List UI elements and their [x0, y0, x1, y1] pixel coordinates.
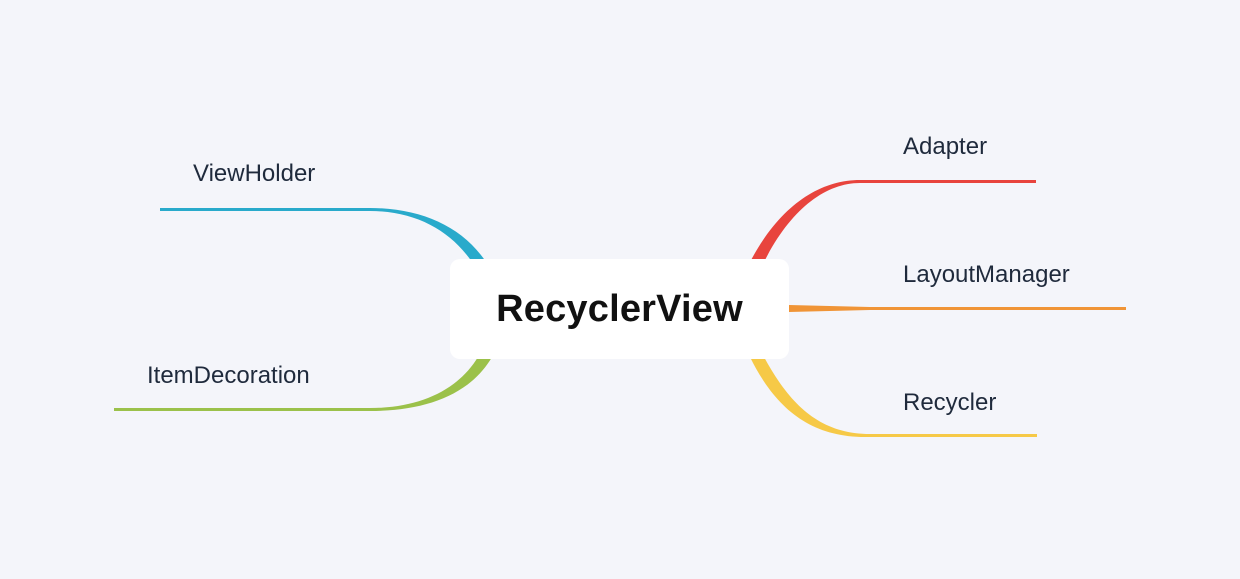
branch-connector-layoutmanager: [789, 305, 1126, 312]
topic-viewholder[interactable]: ViewHolder: [193, 160, 316, 187]
branch-connector-viewholder: [160, 208, 486, 262]
central-topic-label: RecyclerView: [496, 287, 743, 330]
topic-recycler[interactable]: Recycler: [903, 389, 997, 416]
branch-connector-adapter: [750, 180, 1036, 262]
topic-itemdecoration[interactable]: ItemDecoration: [147, 362, 310, 389]
central-topic-node[interactable]: RecyclerView: [450, 259, 789, 359]
topic-layoutmanager[interactable]: LayoutManager: [903, 261, 1070, 288]
topic-adapter[interactable]: Adapter: [903, 133, 988, 160]
